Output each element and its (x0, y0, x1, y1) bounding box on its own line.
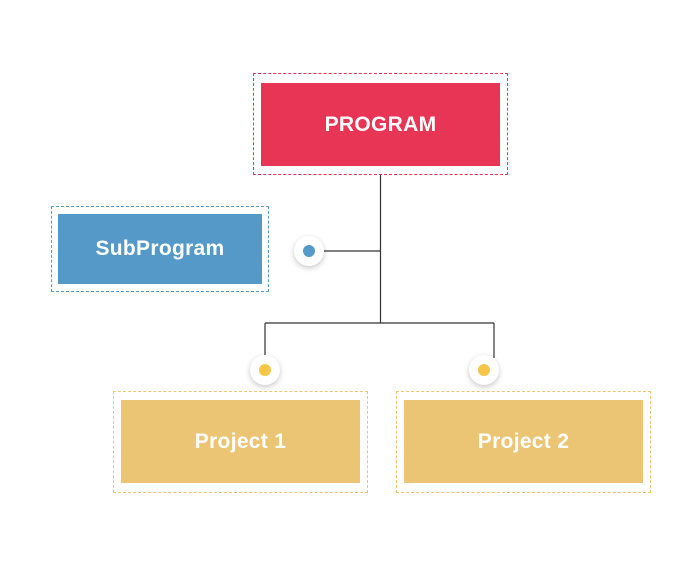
project-2-box[interactable]: Project 2 (404, 400, 643, 483)
project-1-box[interactable]: Project 1 (121, 400, 360, 483)
subprogram-frame (51, 206, 269, 292)
program-frame (253, 73, 508, 175)
project-2-label: Project 2 (477, 429, 570, 453)
project-1-connector-node (250, 355, 280, 385)
subprogram-box[interactable]: SubProgram (58, 214, 262, 284)
project-2-frame (396, 391, 651, 493)
subprogram-connector-node (294, 236, 324, 266)
subprogram-node-dot (303, 245, 315, 257)
subprogram-label: SubProgram (95, 237, 225, 260)
project-1-frame (113, 391, 368, 493)
project-1-node-dot (259, 364, 271, 376)
program-label: PROGRAM (324, 112, 437, 136)
program-box[interactable]: PROGRAM (261, 83, 500, 166)
project-2-node-dot (478, 364, 490, 376)
project-1-label: Project 1 (194, 429, 287, 453)
project-2-connector-node (469, 355, 499, 385)
